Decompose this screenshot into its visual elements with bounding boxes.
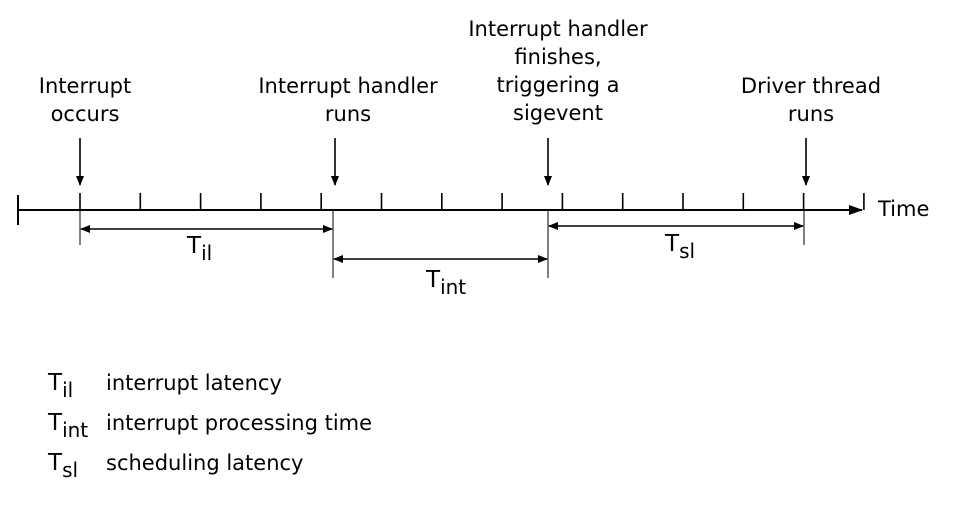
interval-symbol-til: Til: [187, 233, 213, 265]
legend-item-til: Til interrupt latency: [48, 370, 282, 402]
axis-label-time: Time: [878, 197, 930, 221]
legend-item-tsl: Tsl scheduling latency: [48, 450, 304, 482]
legend-symbol: Til: [48, 370, 74, 402]
legend-text: interrupt latency: [106, 371, 282, 395]
interval-symbol-tsl: Tsl: [665, 231, 696, 263]
interval-symbol-tint: Tint: [426, 267, 467, 299]
legend-text: interrupt processing time: [106, 411, 373, 435]
axis-ticks: [79, 193, 865, 210]
legend-item-tint: Tint interrupt processing time: [48, 410, 373, 442]
legend-symbol: Tint: [48, 410, 89, 442]
legend-symbol: Tsl: [48, 450, 79, 482]
legend-text: scheduling latency: [106, 451, 304, 475]
